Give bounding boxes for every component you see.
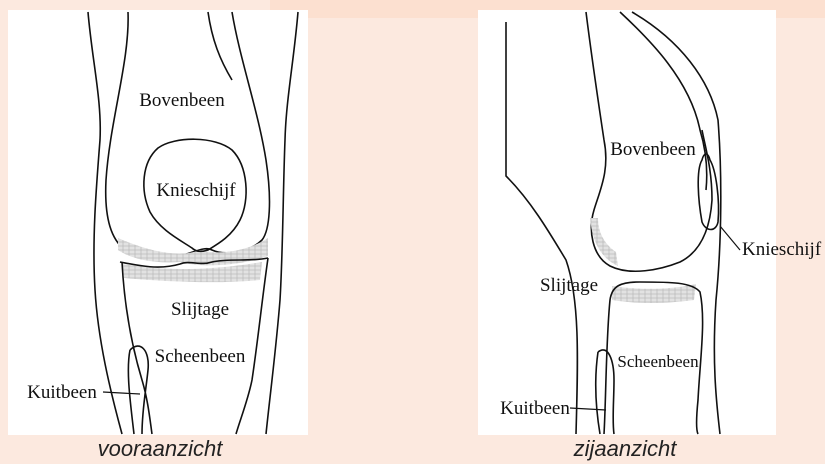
side-tibia-label: Scheenbeen bbox=[617, 352, 699, 371]
front-leg-outline-right bbox=[266, 12, 298, 434]
side-cartilage-label: Slijtage bbox=[540, 275, 598, 296]
front-femur-inner bbox=[208, 12, 232, 80]
side-leg-outline-back bbox=[506, 22, 577, 434]
front-view-caption: vooraanzicht bbox=[10, 436, 310, 462]
front-fibula bbox=[128, 346, 148, 434]
front-cartilage-lower bbox=[122, 262, 262, 282]
front-cartilage-label: Slijtage bbox=[171, 299, 229, 320]
side-cartilage-tibia bbox=[612, 284, 696, 303]
front-leg-outline-left bbox=[88, 12, 122, 434]
side-leg-inner-front bbox=[620, 12, 707, 190]
front-fibula-label: Kuitbeen bbox=[27, 382, 97, 403]
side-fibula-leader bbox=[570, 408, 606, 410]
front-patella-label: Knieschijf bbox=[156, 180, 236, 201]
side-view-caption: zijaanzicht bbox=[475, 436, 775, 462]
side-patella bbox=[698, 154, 718, 230]
front-tibia-label: Scheenbeen bbox=[155, 346, 246, 367]
front-view-drawing: Bovenbeen Knieschijf Slijtage Scheenbeen… bbox=[27, 12, 298, 434]
side-cartilage-femur bbox=[590, 218, 618, 266]
front-femur-label: Bovenbeen bbox=[139, 90, 225, 111]
front-femur bbox=[106, 12, 270, 259]
side-patella-label: Knieschijf bbox=[742, 239, 822, 260]
front-fibula-leader bbox=[103, 392, 140, 394]
side-view-drawing: Bovenbeen Knieschijf Slijtage Scheenbeen… bbox=[500, 12, 822, 434]
side-femur-label: Bovenbeen bbox=[610, 139, 696, 160]
side-patella-leader bbox=[720, 226, 740, 250]
side-fibula-label: Kuitbeen bbox=[500, 398, 570, 419]
